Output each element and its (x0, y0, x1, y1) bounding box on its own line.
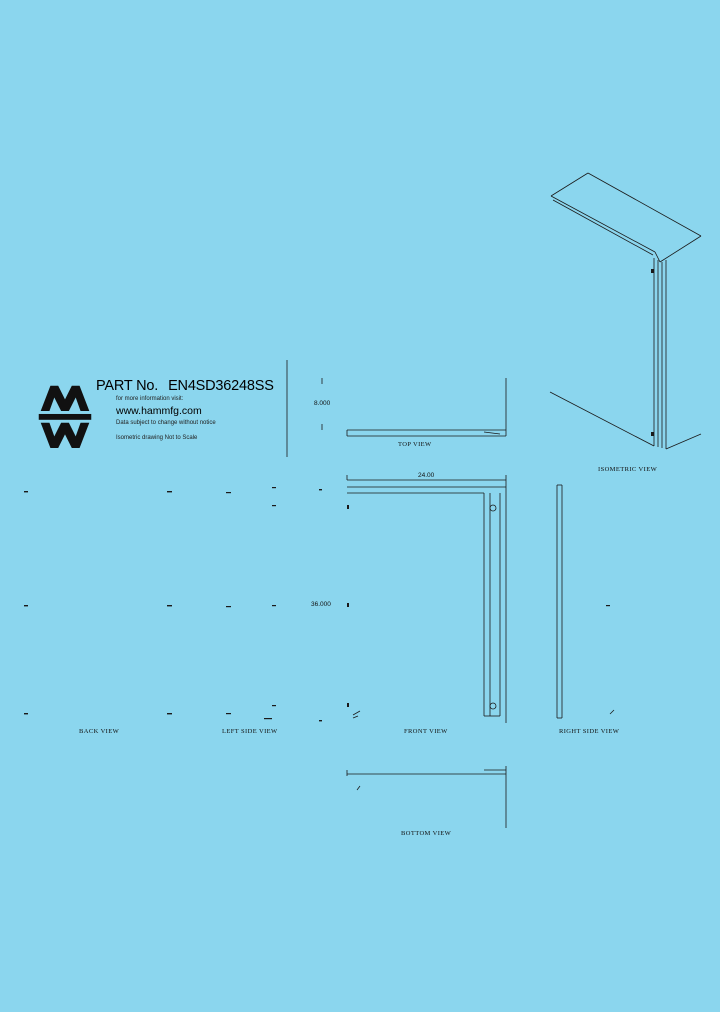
part-number: EN4SD36248SS (168, 378, 274, 394)
width-dimension: 24.00 (418, 472, 435, 479)
back-view-label: BACK VIEW (79, 728, 120, 735)
part-label: PART No. (96, 378, 159, 394)
top-view-outline (321, 378, 507, 437)
bottom-view-outline (346, 766, 507, 828)
top-view-label: TOP VIEW (398, 441, 432, 448)
website-link[interactable]: www.hammfg.com (116, 405, 202, 417)
depth-dimension: 8.000 (314, 400, 331, 407)
left-side-view-label: LEFT SIDE VIEW (222, 728, 278, 735)
hammond-logo-icon (38, 385, 92, 448)
front-view-outline (346, 475, 507, 723)
height-dimension: 36.000 (311, 601, 331, 608)
isometric-view-outline (549, 172, 702, 450)
bottom-view-label: BOTTOM VIEW (401, 830, 452, 837)
front-view-label: FRONT VIEW (404, 728, 448, 735)
scale-note: Isometric drawing Not to Scale (116, 435, 198, 441)
right-side-view-label: RIGHT SIDE VIEW (559, 728, 620, 735)
info-line: for more information visit: (116, 396, 184, 402)
right-side-view-outline (556, 484, 615, 719)
change-notice: Data subject to change without notice (116, 420, 216, 426)
view-tick-marks (24, 269, 654, 722)
isometric-view-label: ISOMETRIC VIEW (598, 466, 658, 473)
part-number-line: PART No. EN4SD36248SS (96, 378, 274, 394)
title-block: PART No. EN4SD36248SS for more informatio… (38, 374, 288, 464)
